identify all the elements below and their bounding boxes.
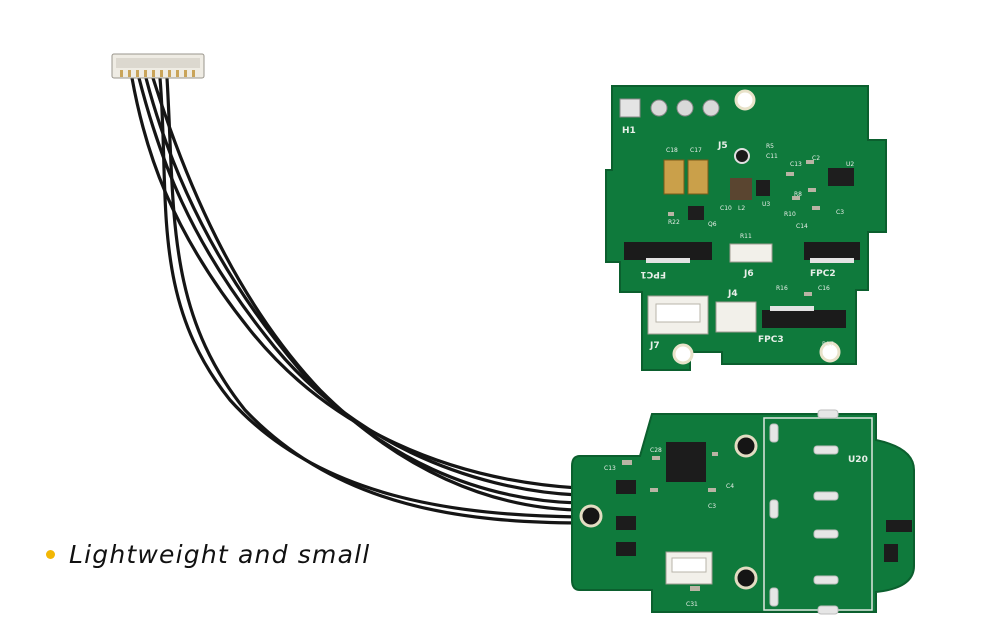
label-l2: L2 — [738, 205, 745, 212]
label-r22: R22 — [668, 219, 680, 226]
label-c31: C31 — [686, 601, 698, 608]
label-fpc1: FPC1 — [640, 269, 666, 279]
label-r10: R10 — [784, 211, 796, 218]
label-c13: C13 — [790, 161, 802, 168]
caption-bullet-icon — [46, 550, 55, 559]
label-fpc2: FPC2 — [810, 269, 836, 279]
label-c3-bottom: C3 — [708, 503, 716, 510]
label-r5: R5 — [766, 143, 774, 150]
label-h1: H1 — [622, 126, 636, 136]
label-fpc3: FPC3 — [758, 335, 784, 345]
label-c18: C18 — [666, 147, 678, 154]
feature-caption: Lightweight and small — [46, 540, 370, 569]
label-c10: C10 — [720, 205, 732, 212]
label-j4: J4 — [727, 289, 738, 299]
label-j5: J5 — [717, 141, 728, 151]
label-u20: U20 — [848, 455, 868, 465]
label-c17: C17 — [690, 147, 702, 154]
label-r16: R16 — [776, 285, 788, 292]
label-c13-bottom: C13 — [604, 465, 616, 472]
label-c11: C11 — [766, 153, 778, 160]
pcb-board-top: H1 J5 C18 — [605, 85, 887, 371]
caption-text: Lightweight and small — [69, 540, 371, 569]
pcb-board-bottom: U20 C13 C28 C3 C4 C31 — [571, 409, 915, 615]
header-h1 — [619, 98, 720, 118]
cable-connector — [111, 53, 205, 79]
label-u3: U3 — [762, 201, 770, 208]
label-c16: C16 — [818, 285, 830, 292]
label-r11: R11 — [740, 233, 752, 240]
label-r17: R17 — [822, 341, 834, 348]
label-r8: R8 — [794, 191, 802, 198]
label-c3: C3 — [836, 209, 844, 216]
label-q6: Q6 — [708, 221, 717, 228]
cable-harness — [130, 76, 580, 525]
label-j6: J6 — [743, 269, 754, 279]
label-c4: C4 — [726, 483, 734, 490]
label-u2: U2 — [846, 161, 854, 168]
label-c2: C2 — [812, 155, 820, 162]
label-c14: C14 — [796, 223, 808, 230]
label-j7: J7 — [649, 341, 660, 351]
label-c28: C28 — [650, 447, 662, 454]
